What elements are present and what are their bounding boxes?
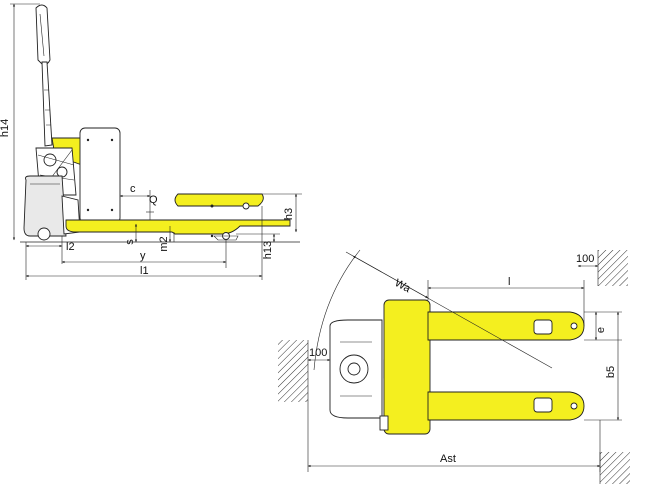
- side-fork-raised: [174, 193, 264, 207]
- dim-label-s: s: [124, 239, 136, 245]
- dim-label-clearance-left: 100: [309, 347, 327, 359]
- dim-label-ast: Ast: [440, 453, 456, 465]
- dim-label-l2: l2: [66, 241, 75, 253]
- fork-lower: [427, 391, 585, 421]
- control-housing: [79, 127, 121, 224]
- dim-label-e: e: [595, 327, 607, 333]
- wall-bottom-right: [600, 452, 630, 484]
- fork-upper: [427, 311, 585, 341]
- tiller-handle: [35, 4, 53, 147]
- wall-left: [278, 340, 308, 402]
- dim-label-l1: l1: [140, 265, 149, 277]
- top-view: Wa l 100 100 e b5 Ast: [278, 249, 630, 484]
- dim-label-h13: h13: [262, 241, 274, 259]
- turning-arc: [313, 249, 361, 371]
- dim-label-m2: m2: [158, 236, 170, 251]
- dim-label-clearance-top: 100: [576, 253, 594, 265]
- dim-label-l: l: [508, 276, 510, 288]
- drive-unit: [23, 175, 67, 237]
- dim-label-q: Q: [149, 194, 158, 206]
- wall-top-right: [598, 250, 628, 286]
- side-view: h14 c Q h3 h13 s m2 l2 y l1: [0, 3, 302, 280]
- dim-label-h14: h14: [0, 119, 11, 137]
- top-base: [383, 299, 431, 435]
- side-chassis: [65, 219, 291, 235]
- dim-label-c: c: [130, 183, 136, 195]
- dim-label-wa: Wa: [393, 277, 414, 296]
- dim-label-h3: h3: [283, 208, 295, 220]
- dim-label-b5: b5: [605, 366, 617, 378]
- dim-label-y: y: [140, 250, 146, 262]
